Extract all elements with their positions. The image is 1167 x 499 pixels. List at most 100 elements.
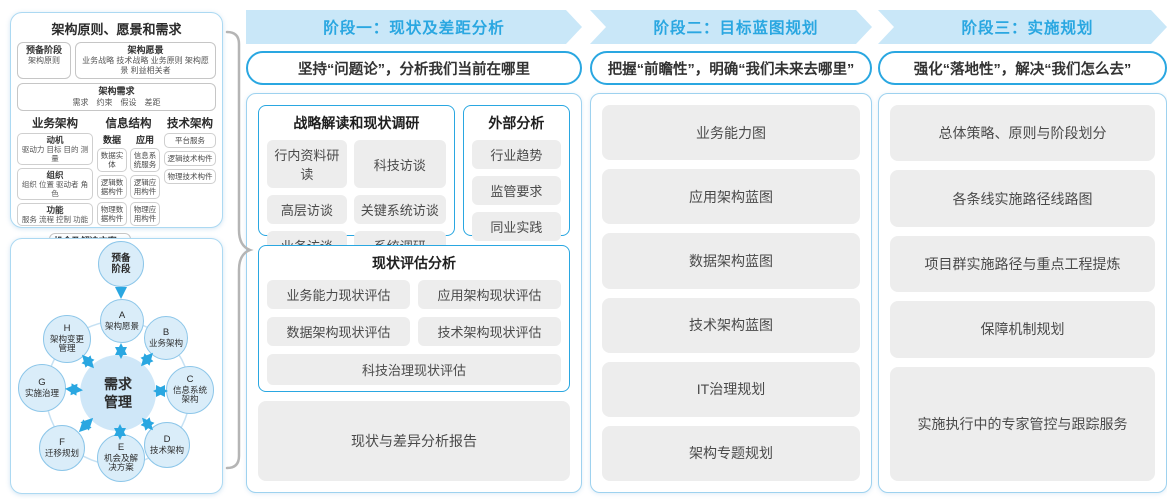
information-structure-section: 信息结构 数据 数据实体 逻辑数据构件 物理数据构件 应用 信息系统服务 逻辑应… — [97, 115, 160, 230]
prep-phase-circle: 预备阶段 — [98, 241, 144, 287]
adm-node-b-id: B — [162, 326, 170, 338]
adm-cycle-diagram: 预备阶段 A 架构愿景 B 业务架构 C 信息系统架构 D 技术架构 E 机会及… — [11, 239, 222, 493]
assessment-chip: 数据架构现状评估 — [267, 317, 410, 346]
architecture-requirements-body: 需求 约束 假设 差距 — [72, 97, 161, 107]
platform-service-chip: 平台服务 — [164, 132, 216, 148]
external-analysis-box: 外部分析 行业趋势 监管要求 同业实践 — [462, 105, 570, 241]
organization-title: 组织 — [46, 169, 64, 180]
adm-node-d-label: 技术架构 — [149, 444, 184, 455]
information-structure-heading: 信息结构 — [105, 117, 152, 130]
adm-node-g-label: 实施治理 — [24, 387, 59, 398]
prep-phase-circle-label: 预备阶段 — [111, 252, 131, 275]
logical-app-chip: 逻辑应用构件 — [130, 174, 160, 199]
phase3-subtitle: 强化“落地性”，解决“我们怎么去” — [878, 51, 1167, 85]
business-architecture-section: 业务架构 动机 驱动力 目标 目的 测量 组织 组织 位置 驱动者 角色 功能 … — [17, 115, 93, 230]
phase1-column: 阶段一：现状及差距分析 坚持“问题论”，分析我们当前在哪里 战略解读和现状调研 … — [246, 10, 582, 493]
adm-node-h-label: 架构变更管理 — [49, 333, 84, 354]
motivation-chip: 动机 驱动力 目标 目的 测量 — [17, 132, 93, 165]
adm-node-c: C 信息系统架构 — [166, 366, 214, 414]
phase3-item: 保障机制规划 — [890, 301, 1155, 358]
architecture-vision-title: 架构愿景 — [127, 45, 164, 55]
adm-node-f-id: F — [59, 436, 65, 448]
architecture-vision-body: 业务战略 技术战略 业务原则 架构愿景 利益相关者 — [82, 56, 209, 76]
info-system-service-chip: 信息系统服务 — [130, 147, 160, 172]
phase3-column: 阶段三：实施规划 强化“落地性”，解决“我们怎么去” 总体策略、原则与阶段划分 … — [878, 10, 1167, 493]
organization-body: 组织 位置 驱动者 角色 — [21, 179, 89, 198]
function-body: 服务 流程 控制 功能 — [21, 215, 89, 225]
information-subcolumns: 数据 数据实体 逻辑数据构件 物理数据构件 应用 信息系统服务 逻辑应用构件 物… — [97, 133, 160, 229]
technology-architecture-section: 技术架构 平台服务 逻辑技术构件 物理技术构件 — [164, 115, 216, 230]
function-chip: 功能 服务 流程 控制 功能 — [17, 202, 93, 227]
strategy-research-grid: 行内资料研读 科技访谈 高层访谈 关键系统访谈 业务访谈 系统调研 — [267, 140, 446, 260]
principles-panel-title: 架构原则、愿景和需求 — [51, 22, 182, 37]
adm-cycle-panel: 预备阶段 A 架构愿景 B 业务架构 C 信息系统架构 D 技术架构 E 机会及… — [10, 238, 223, 494]
assessment-box: 现状评估分析 业务能力现状评估 应用架构现状评估 数据架构现状评估 技术架构现状… — [258, 245, 570, 392]
strategy-chip: 科技访谈 — [353, 140, 446, 188]
phase3-item: 总体策略、原则与阶段划分 — [890, 105, 1155, 162]
assessment-chip: 应用架构现状评估 — [418, 280, 561, 309]
motivation-body: 驱动力 目标 目的 测量 — [21, 144, 89, 163]
prep-vision-row: 预备阶段 架构原则 架构愿景 业务战略 技术战略 业务原则 架构愿景 利益相关者 — [17, 42, 216, 80]
requirements-management-circle: 需求管理 — [80, 355, 156, 431]
phase3-item: 实施执行中的专家管控与跟踪服务 — [890, 366, 1155, 482]
logical-tech-chip: 逻辑技术构件 — [164, 150, 216, 166]
assessment-title: 现状评估分析 — [372, 255, 456, 271]
phase2-banner: 阶段二：目标蓝图规划 — [590, 10, 872, 44]
phase2-panel: 业务能力图 应用架构蓝图 数据架构蓝图 技术架构蓝图 IT治理规划 架构专题规划 — [590, 93, 872, 493]
strategy-research-box: 战略解读和现状调研 行内资料研读 科技访谈 高层访谈 关键系统访谈 业务访谈 系… — [258, 105, 455, 260]
gap-analysis-report-box: 现状与差异分析报告 — [258, 401, 570, 481]
adm-node-b-label: 业务架构 — [148, 337, 183, 348]
phase3-banner: 阶段三：实施规划 — [878, 10, 1167, 44]
phase1-subtitle: 坚持“问题论”，分析我们当前在哪里 — [246, 51, 582, 85]
organization-chip: 组织 组织 位置 驱动者 角色 — [17, 167, 93, 200]
adm-node-d-id: D — [163, 433, 171, 445]
adm-node-a-label: 架构愿景 — [104, 320, 139, 331]
architecture-domains-row: 业务架构 动机 驱动力 目标 目的 测量 组织 组织 位置 驱动者 角色 功能 … — [17, 115, 216, 230]
phase1-banner: 阶段一：现状及差距分析 — [246, 10, 582, 44]
adm-node-g: G 实施治理 — [18, 364, 66, 412]
phase2-subtitle: 把握“前瞻性”，明确“我们未来去哪里” — [590, 51, 872, 85]
assessment-chip: 技术架构现状评估 — [418, 317, 561, 346]
prep-phase-box: 预备阶段 架构原则 — [17, 42, 71, 80]
adm-node-f-label: 迁移规划 — [44, 447, 79, 458]
architecture-vision-box: 架构愿景 业务战略 技术战略 业务原则 架构愿景 利益相关者 — [75, 42, 216, 80]
phase2-item: 架构专题规划 — [602, 425, 860, 482]
architecture-principles-panel: 架构原则、愿景和需求 预备阶段 架构原则 架构愿景 业务战略 技术战略 业务原则… — [10, 12, 223, 272]
phase1-top-row: 战略解读和现状调研 行内资料研读 科技访谈 高层访谈 关键系统访谈 业务访谈 系… — [258, 105, 570, 260]
architecture-requirements-title: 架构需求 — [98, 86, 135, 97]
phase3-item: 各条线实施路径线路图 — [890, 170, 1155, 227]
data-subcolumn: 数据 数据实体 逻辑数据构件 物理数据构件 — [97, 133, 127, 229]
prep-phase-title: 预备阶段 — [25, 45, 62, 55]
application-subcolumn: 应用 信息系统服务 逻辑应用构件 物理应用构件 — [130, 133, 160, 229]
adm-node-a-id: A — [118, 309, 126, 321]
phase1-panel: 战略解读和现状调研 行内资料研读 科技访谈 高层访谈 关键系统访谈 业务访谈 系… — [246, 93, 582, 493]
requirements-management-label: 需求管理 — [104, 375, 132, 410]
function-title: 功能 — [46, 204, 64, 215]
physical-data-chip: 物理数据构件 — [97, 201, 127, 226]
adm-node-g-id: G — [38, 376, 46, 388]
prep-phase-body: 架构原则 — [28, 56, 60, 66]
strategy-research-title: 战略解读和现状调研 — [293, 115, 420, 131]
adm-node-f: F 迁移规划 — [39, 425, 85, 471]
physical-tech-chip: 物理技术构件 — [164, 168, 216, 184]
data-entity-chip: 数据实体 — [97, 147, 127, 172]
application-heading: 应用 — [135, 134, 154, 145]
adm-node-e-label: 机会及解决方案 — [103, 452, 138, 473]
phase2-item: IT治理规划 — [602, 361, 860, 417]
phase3-panel: 总体策略、原则与阶段划分 各条线实施路径线路图 项目群实施路径与重点工程提炼 保… — [878, 93, 1167, 493]
strategy-chip: 关键系统访谈 — [353, 195, 446, 224]
phase2-item: 数据架构蓝图 — [602, 233, 860, 289]
phase3-item: 项目群实施路径与重点工程提炼 — [890, 235, 1155, 293]
adm-node-d: D 技术架构 — [144, 422, 190, 468]
phase2-item: 应用架构蓝图 — [602, 169, 860, 225]
adm-node-c-label: 信息系统架构 — [172, 384, 207, 405]
strategy-chip: 高层访谈 — [267, 195, 347, 224]
phase2-item: 业务能力图 — [602, 105, 860, 161]
external-chip: 同业实践 — [471, 212, 561, 241]
adm-node-b: B 业务架构 — [144, 316, 188, 360]
governance-assessment-chip: 科技治理现状评估 — [267, 354, 561, 385]
adm-node-h: H 架构变更管理 — [43, 315, 91, 363]
technology-architecture-heading: 技术架构 — [167, 117, 213, 130]
motivation-title: 动机 — [46, 134, 64, 145]
